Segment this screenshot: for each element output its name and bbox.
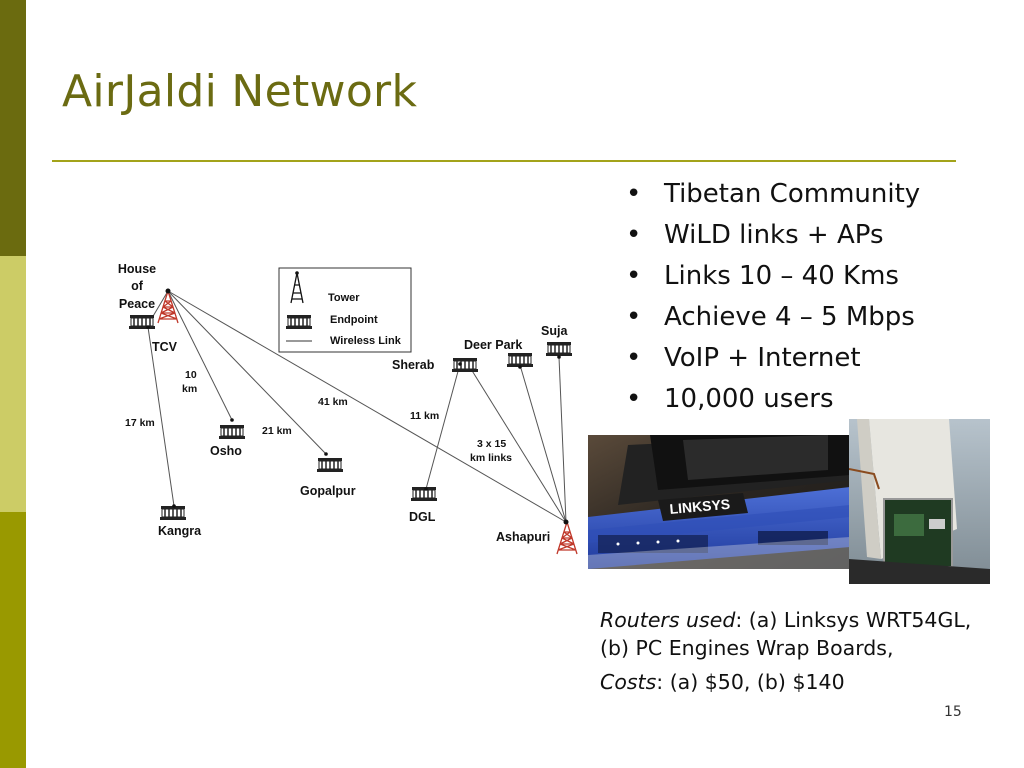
bullet-text: Links 10 – 40 Kms — [664, 261, 899, 291]
bullet-item: •WiLD links + APs — [626, 220, 884, 250]
node-label-deer-park: Deer Park — [464, 338, 522, 352]
tower-icon-tcv — [157, 290, 179, 324]
costs-label: Costs — [600, 670, 657, 694]
node-label-ashapuri: Ashapuri — [496, 530, 550, 544]
link-label-km-links: km links — [470, 452, 512, 464]
routers-label: Routers used — [600, 608, 736, 632]
pc-engines-board-photo — [849, 419, 990, 584]
link-label-3x15: 3 x 15 — [477, 438, 506, 450]
endpoint-icon-gopalpur — [316, 457, 344, 473]
router-caption: Routers used: (a) Linksys WRT54GL, (b) P… — [600, 607, 980, 697]
node-label-gopalpur: Gopalpur — [300, 484, 356, 498]
bullet-text: VoIP + Internet — [664, 343, 861, 373]
legend-endpoint-label: Endpoint — [330, 314, 378, 326]
link-sherab-ashapuri — [470, 368, 567, 523]
legend-link-label: Wireless Link — [330, 335, 402, 347]
bullet-item: •Achieve 4 – 5 Mbps — [626, 302, 915, 332]
link-label-41km: 41 km — [318, 396, 348, 408]
link-label-10-km: km — [182, 383, 197, 395]
node-label-osho: Osho — [210, 444, 242, 458]
slide-sidebar — [0, 0, 26, 768]
bullet-list: •Tibetan Community •WiLD links + APs •Li… — [626, 176, 920, 422]
link-tcv-osho — [167, 290, 233, 421]
link-sherab-dgl — [425, 363, 461, 490]
link-tcv-ashapuri — [167, 290, 567, 523]
endpoint-icon-deer-park — [506, 352, 534, 368]
link-tcv-gopalpur — [167, 290, 327, 455]
node-label-kangra: Kangra — [158, 524, 202, 538]
slide-title: AirJaldi Network — [62, 66, 418, 117]
tower-icon-ashapuri — [556, 521, 578, 555]
bullet-text: Tibetan Community — [664, 179, 921, 209]
legend-endpoint-icon — [285, 314, 313, 330]
link-label-17km: 17 km — [125, 417, 155, 429]
diagram-legend: Tower Endpoint Wireless Link — [278, 267, 412, 353]
sidebar-band-middle — [0, 256, 26, 512]
endpoint-icon-osho — [218, 424, 246, 440]
costs-text: : (a) $50, (b) $140 — [656, 670, 845, 694]
page-number: 15 — [944, 704, 962, 720]
node-label-house: House — [118, 262, 156, 276]
routers-text: : (a) Linksys WRT54GL, (b) PC Engines Wr… — [600, 608, 972, 660]
endpoint-icon-house-of-peace — [128, 314, 156, 330]
link-suja-ashapuri — [558, 356, 567, 523]
bullet-item: •Links 10 – 40 Kms — [626, 261, 899, 291]
link-label-11km: 11 km — [410, 410, 439, 422]
costs-line: Costs: (a) $50, (b) $140 — [600, 669, 980, 697]
node-label-peace: Peace — [119, 297, 155, 311]
endpoint-icon-suja — [545, 341, 573, 357]
legend-tower-label: Tower — [328, 292, 360, 304]
node-label-dgl: DGL — [409, 510, 436, 524]
router-brand: LINKSYS — [669, 496, 731, 517]
linksys-router-photo: LINKSYS — [588, 435, 850, 569]
link-tcv-kangra — [147, 326, 175, 507]
bullet-text: 10,000 users — [664, 384, 834, 414]
link-label-21km: 21 km — [262, 425, 292, 437]
node-label-suja: Suja — [541, 324, 568, 338]
link-label-10: 10 — [185, 369, 197, 381]
routers-line: Routers used: (a) Linksys WRT54GL, (b) P… — [600, 607, 980, 662]
node-label-sherab: Sherab — [392, 358, 435, 372]
bullet-text: WiLD links + APs — [664, 220, 884, 250]
endpoint-icon-kangra — [159, 505, 187, 521]
legend-tower-icon — [290, 271, 304, 304]
wireless-links — [147, 290, 567, 523]
sidebar-band-top — [0, 0, 26, 256]
bullet-text: Achieve 4 – 5 Mbps — [664, 302, 915, 332]
bullet-item: •10,000 users — [626, 384, 834, 414]
title-divider — [52, 160, 956, 162]
node-label-tcv: TCV — [152, 340, 178, 354]
node-label-of: of — [131, 279, 144, 293]
network-diagram: Tower Endpoint Wireless Link House of Pe… — [118, 262, 578, 555]
bullet-item: •VoIP + Internet — [626, 343, 861, 373]
endpoint-icon-sherab — [451, 357, 479, 373]
bullet-item: •Tibetan Community — [626, 179, 921, 209]
link-deerpark-ashapuri — [519, 364, 567, 523]
sidebar-band-bottom — [0, 512, 26, 768]
endpoint-icon-dgl — [410, 486, 438, 502]
